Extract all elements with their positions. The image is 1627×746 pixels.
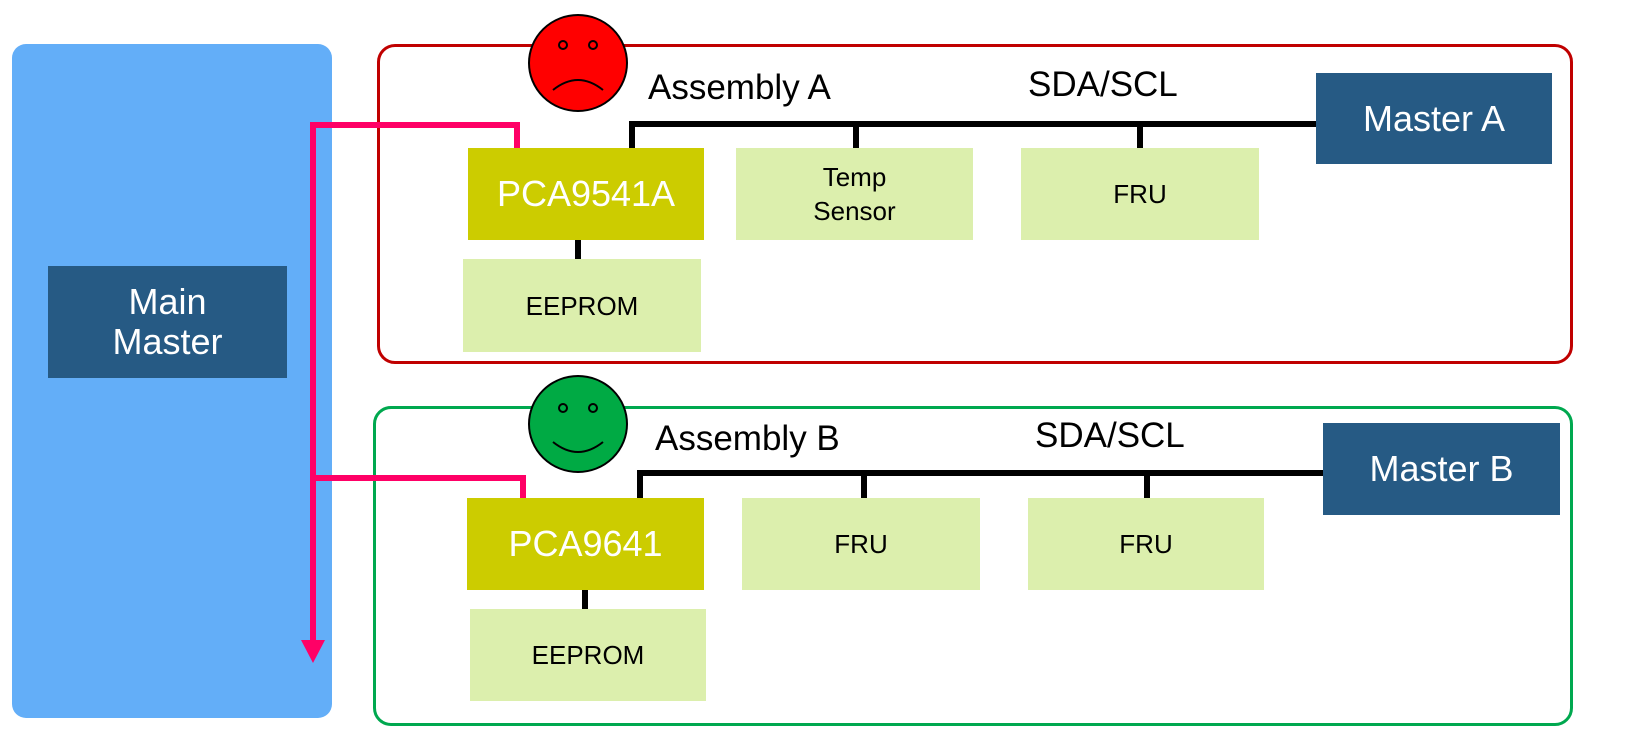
main-bus-to-b-horizontal [310,475,526,481]
bus-a-drop-device-2 [1137,121,1143,148]
bus-a-drop-device-1 [853,121,859,148]
mux-b-box: PCA9641 [467,498,704,590]
bus-a-horizontal [629,121,1319,127]
eeprom-a-box: EEPROM [463,259,701,352]
master-a-box: Master A [1316,73,1552,164]
assembly-b-frame [373,406,1573,726]
bus-a-drop-eeprom [575,240,581,260]
assembly-b-title: Assembly B [655,419,840,458]
master-b-box: Master B [1323,423,1560,515]
main-master-box: Main Master [48,266,287,378]
main-bus-to-b-drop [520,475,526,499]
device-b-fru-2: FRU [1028,498,1264,590]
bus-a-drop-mux [629,121,635,149]
assembly-b-bus-label: SDA/SCL [1035,416,1185,455]
bus-b-drop-device-1 [861,470,867,498]
bus-b-drop-device-2 [1144,470,1150,498]
mux-a-box: PCA9541A [468,148,704,240]
sad-face-icon [528,14,628,112]
main-bus-to-a-horizontal [310,122,520,128]
arrow-down-icon [301,640,325,663]
bus-b-drop-eeprom [582,590,588,610]
bus-b-drop-mux [637,470,643,498]
assembly-a-frame [377,44,1573,364]
device-b-fru-1: FRU [742,498,980,590]
device-a-temp-sensor: Temp Sensor [736,148,973,240]
main-master-panel [12,44,332,718]
eeprom-b-box: EEPROM [470,609,706,701]
main-bus-vertical [310,122,316,647]
happy-face-icon [528,375,628,473]
main-bus-to-a-drop [514,122,520,150]
assembly-a-title: Assembly A [648,68,831,107]
device-a-fru: FRU [1021,148,1259,240]
assembly-a-bus-label: SDA/SCL [1028,65,1178,104]
bus-b-horizontal [637,470,1327,476]
